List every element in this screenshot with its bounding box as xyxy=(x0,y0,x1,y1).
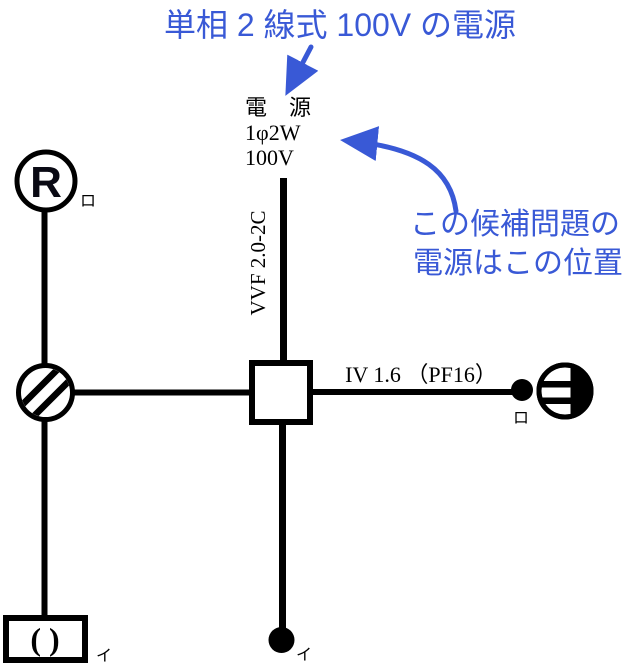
feed-cable-label: VVF 2.0-2C xyxy=(246,210,270,315)
arrow-to-source-icon xyxy=(285,44,319,96)
receptacle-circle-icon xyxy=(14,149,78,213)
switch-dot-icon xyxy=(268,627,295,653)
switch-bottom-symbol: イ xyxy=(268,627,312,664)
source-spec: 1φ2W xyxy=(245,120,301,145)
heading-power-source: 単相 2 線式 100V の電源 xyxy=(164,7,516,43)
switch-bottom-label: イ xyxy=(296,647,312,664)
lamp-receptacle-symbol: R ロ xyxy=(14,149,96,367)
branch-cable-label: IV 1.6 （PF16） xyxy=(345,362,497,387)
receptacle-letter: R xyxy=(30,158,62,207)
source-name: 電 源 xyxy=(245,95,311,120)
joint-box-circle-icon xyxy=(16,363,75,422)
ceiling-rose-label: イ xyxy=(96,648,112,665)
source-voltage: 100V xyxy=(245,145,294,170)
annotation-line2: 電源はこの位置 xyxy=(413,247,623,280)
switch-right-label: ロ xyxy=(513,410,529,427)
outlet-box-symbol xyxy=(249,360,313,425)
ceiling-rose-symbol: ( ) イ xyxy=(3,615,112,665)
ceiling-rose-box-icon xyxy=(3,615,88,663)
wall-outlet-marking-icon xyxy=(541,367,589,415)
vvf-joint-box-symbol xyxy=(16,363,75,422)
receptacle-label: ロ xyxy=(80,193,96,210)
power-source-label: 電 源 1φ2W 100V xyxy=(245,95,311,170)
switch-right-dot-icon xyxy=(511,379,533,401)
ceiling-rose-glyph: ( ) xyxy=(30,621,59,657)
switch-and-outlet-right-symbol: ロ xyxy=(511,362,594,427)
annotation-line1: この候補問題の xyxy=(410,208,620,241)
annotation-note: この候補問題の 電源はこの位置 xyxy=(410,208,623,280)
curved-arrow-to-source-icon xyxy=(340,126,459,214)
